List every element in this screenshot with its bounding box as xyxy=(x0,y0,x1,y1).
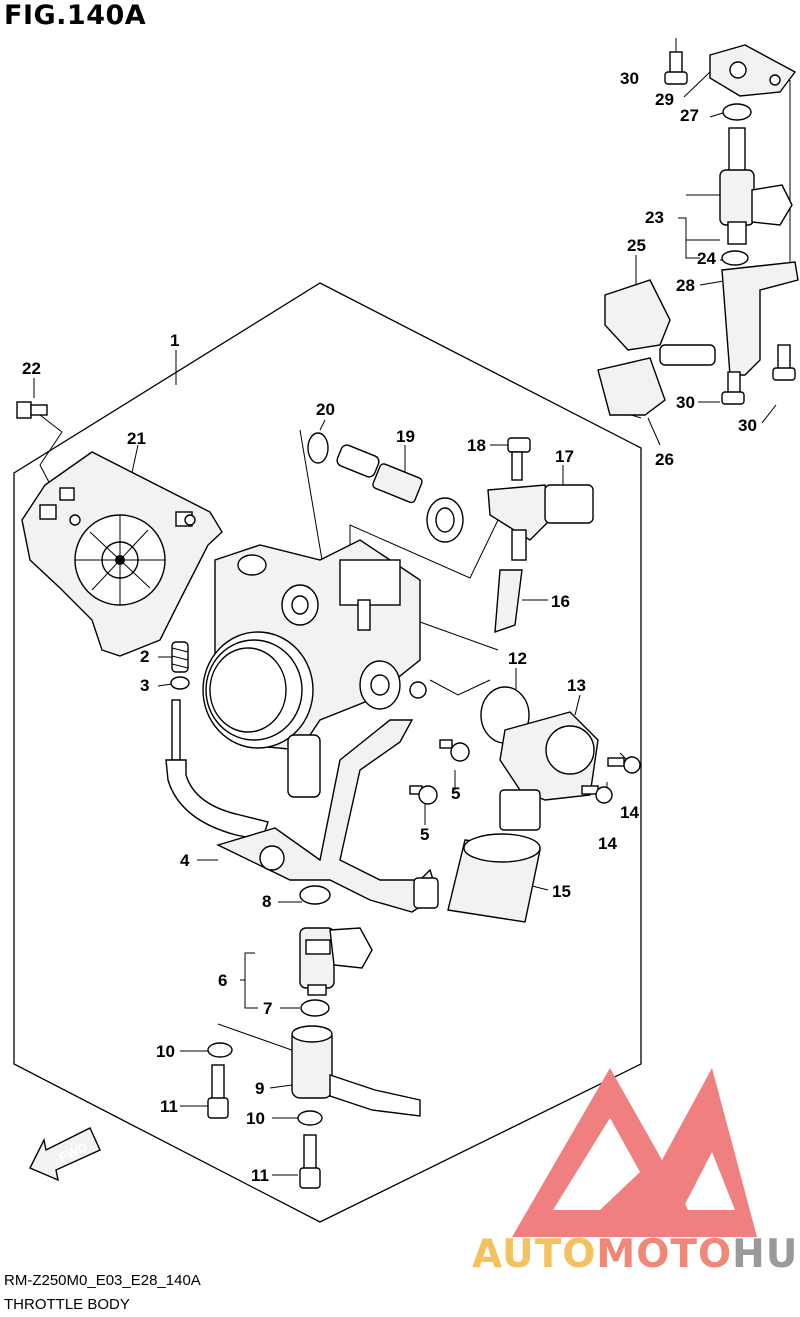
callout-2: 2 xyxy=(140,647,150,666)
callout-20: 20 xyxy=(316,400,335,419)
callout-27: 27 xyxy=(680,106,699,125)
bracket-4 xyxy=(165,699,439,913)
bolt-11-upper xyxy=(207,1064,229,1119)
washer-10-lower xyxy=(297,1110,323,1126)
callout-29: 29 xyxy=(655,90,674,109)
callout-30-mid: 30 xyxy=(676,393,695,412)
fuel-joint-9 xyxy=(291,1025,421,1117)
callout-5-lower: 5 xyxy=(420,825,430,844)
diagram-caption: THROTTLE BODY xyxy=(4,1296,130,1313)
figure-title: FIG.140A xyxy=(4,0,147,31)
callout-1: 1 xyxy=(170,331,180,350)
callout-5-upper: 5 xyxy=(451,784,461,803)
watermark-text-hub: HUB xyxy=(732,1232,800,1277)
callout-11-lower: 11 xyxy=(251,1166,269,1185)
cover-15 xyxy=(447,833,541,923)
callout-14-upper: 14 xyxy=(620,803,639,822)
callout-6: 6 xyxy=(218,971,228,990)
callout-4: 4 xyxy=(180,851,190,870)
watermark-text-moto: MOTO xyxy=(596,1232,733,1277)
callout-28: 28 xyxy=(676,276,695,295)
callout-11-upper: 11 xyxy=(160,1097,178,1116)
fwd-arrow-icon: FWD xyxy=(29,1127,101,1182)
callout-22: 22 xyxy=(22,359,41,378)
watermark-text: AUTOMOTOHUB xyxy=(472,1232,800,1277)
holder-26 xyxy=(597,357,666,416)
watermark-text-auto: AUTO xyxy=(472,1232,597,1277)
callout-12: 12 xyxy=(508,649,527,668)
screw-14-upper xyxy=(607,756,641,774)
callout-10-upper: 10 xyxy=(156,1042,175,1061)
assembly-boundary xyxy=(13,282,642,1223)
watermark-logo-icon xyxy=(512,1068,757,1237)
sensor-assembly-23 xyxy=(719,127,793,245)
drawing-code: RM-Z250M0_E03_E28_140A xyxy=(4,1272,201,1289)
callout-16: 16 xyxy=(551,592,570,611)
callout-8: 8 xyxy=(262,892,272,911)
screw-5-upper xyxy=(439,739,470,762)
callout-23: 23 xyxy=(645,208,664,227)
o-ring-24 xyxy=(721,250,749,266)
bolt-22 xyxy=(16,401,48,419)
injector-6 xyxy=(299,927,373,996)
screw-5-lower xyxy=(409,785,438,805)
o-ring-8 xyxy=(299,885,331,905)
callout-17: 17 xyxy=(555,447,574,466)
washer-10-upper xyxy=(207,1042,233,1058)
callout-14-lower: 14 xyxy=(598,834,617,853)
callout-21: 21 xyxy=(127,429,146,448)
callout-13: 13 xyxy=(567,676,586,695)
throttle-body-main xyxy=(202,539,427,798)
callout-30-right: 30 xyxy=(738,416,757,435)
washer-27 xyxy=(722,103,752,121)
bracket-28 xyxy=(659,261,799,376)
callout-9: 9 xyxy=(255,1079,265,1098)
callout-25: 25 xyxy=(627,236,646,255)
callout-15: 15 xyxy=(552,882,571,901)
callout-7: 7 xyxy=(263,999,273,1018)
holder-25 xyxy=(604,279,671,351)
bolt-11-lower xyxy=(299,1134,321,1189)
screw-18 xyxy=(507,437,531,481)
spring-2 xyxy=(171,641,189,673)
idle-valve-19 xyxy=(336,444,464,543)
callout-3: 3 xyxy=(140,676,150,695)
screw-14-lower xyxy=(581,785,613,804)
washer-3 xyxy=(170,676,190,690)
callout-30-top: 30 xyxy=(620,69,639,88)
o-ring-20 xyxy=(307,432,329,464)
callout-26: 26 xyxy=(655,450,674,469)
bolt-30-top xyxy=(664,51,688,85)
hose-16 xyxy=(494,569,523,634)
callout-10-lower: 10 xyxy=(246,1109,265,1128)
sensor-17 xyxy=(487,484,594,561)
throttle-position-sensor-13 xyxy=(499,711,599,831)
o-ring-7 xyxy=(300,999,330,1017)
bolt-30-right xyxy=(772,344,796,381)
cover-plate-21 xyxy=(21,451,223,657)
callout-19: 19 xyxy=(396,427,415,446)
callout-18: 18 xyxy=(467,436,486,455)
bolt-30-mid xyxy=(721,371,745,405)
plate-29 xyxy=(709,44,797,97)
callout-24: 24 xyxy=(697,249,716,268)
